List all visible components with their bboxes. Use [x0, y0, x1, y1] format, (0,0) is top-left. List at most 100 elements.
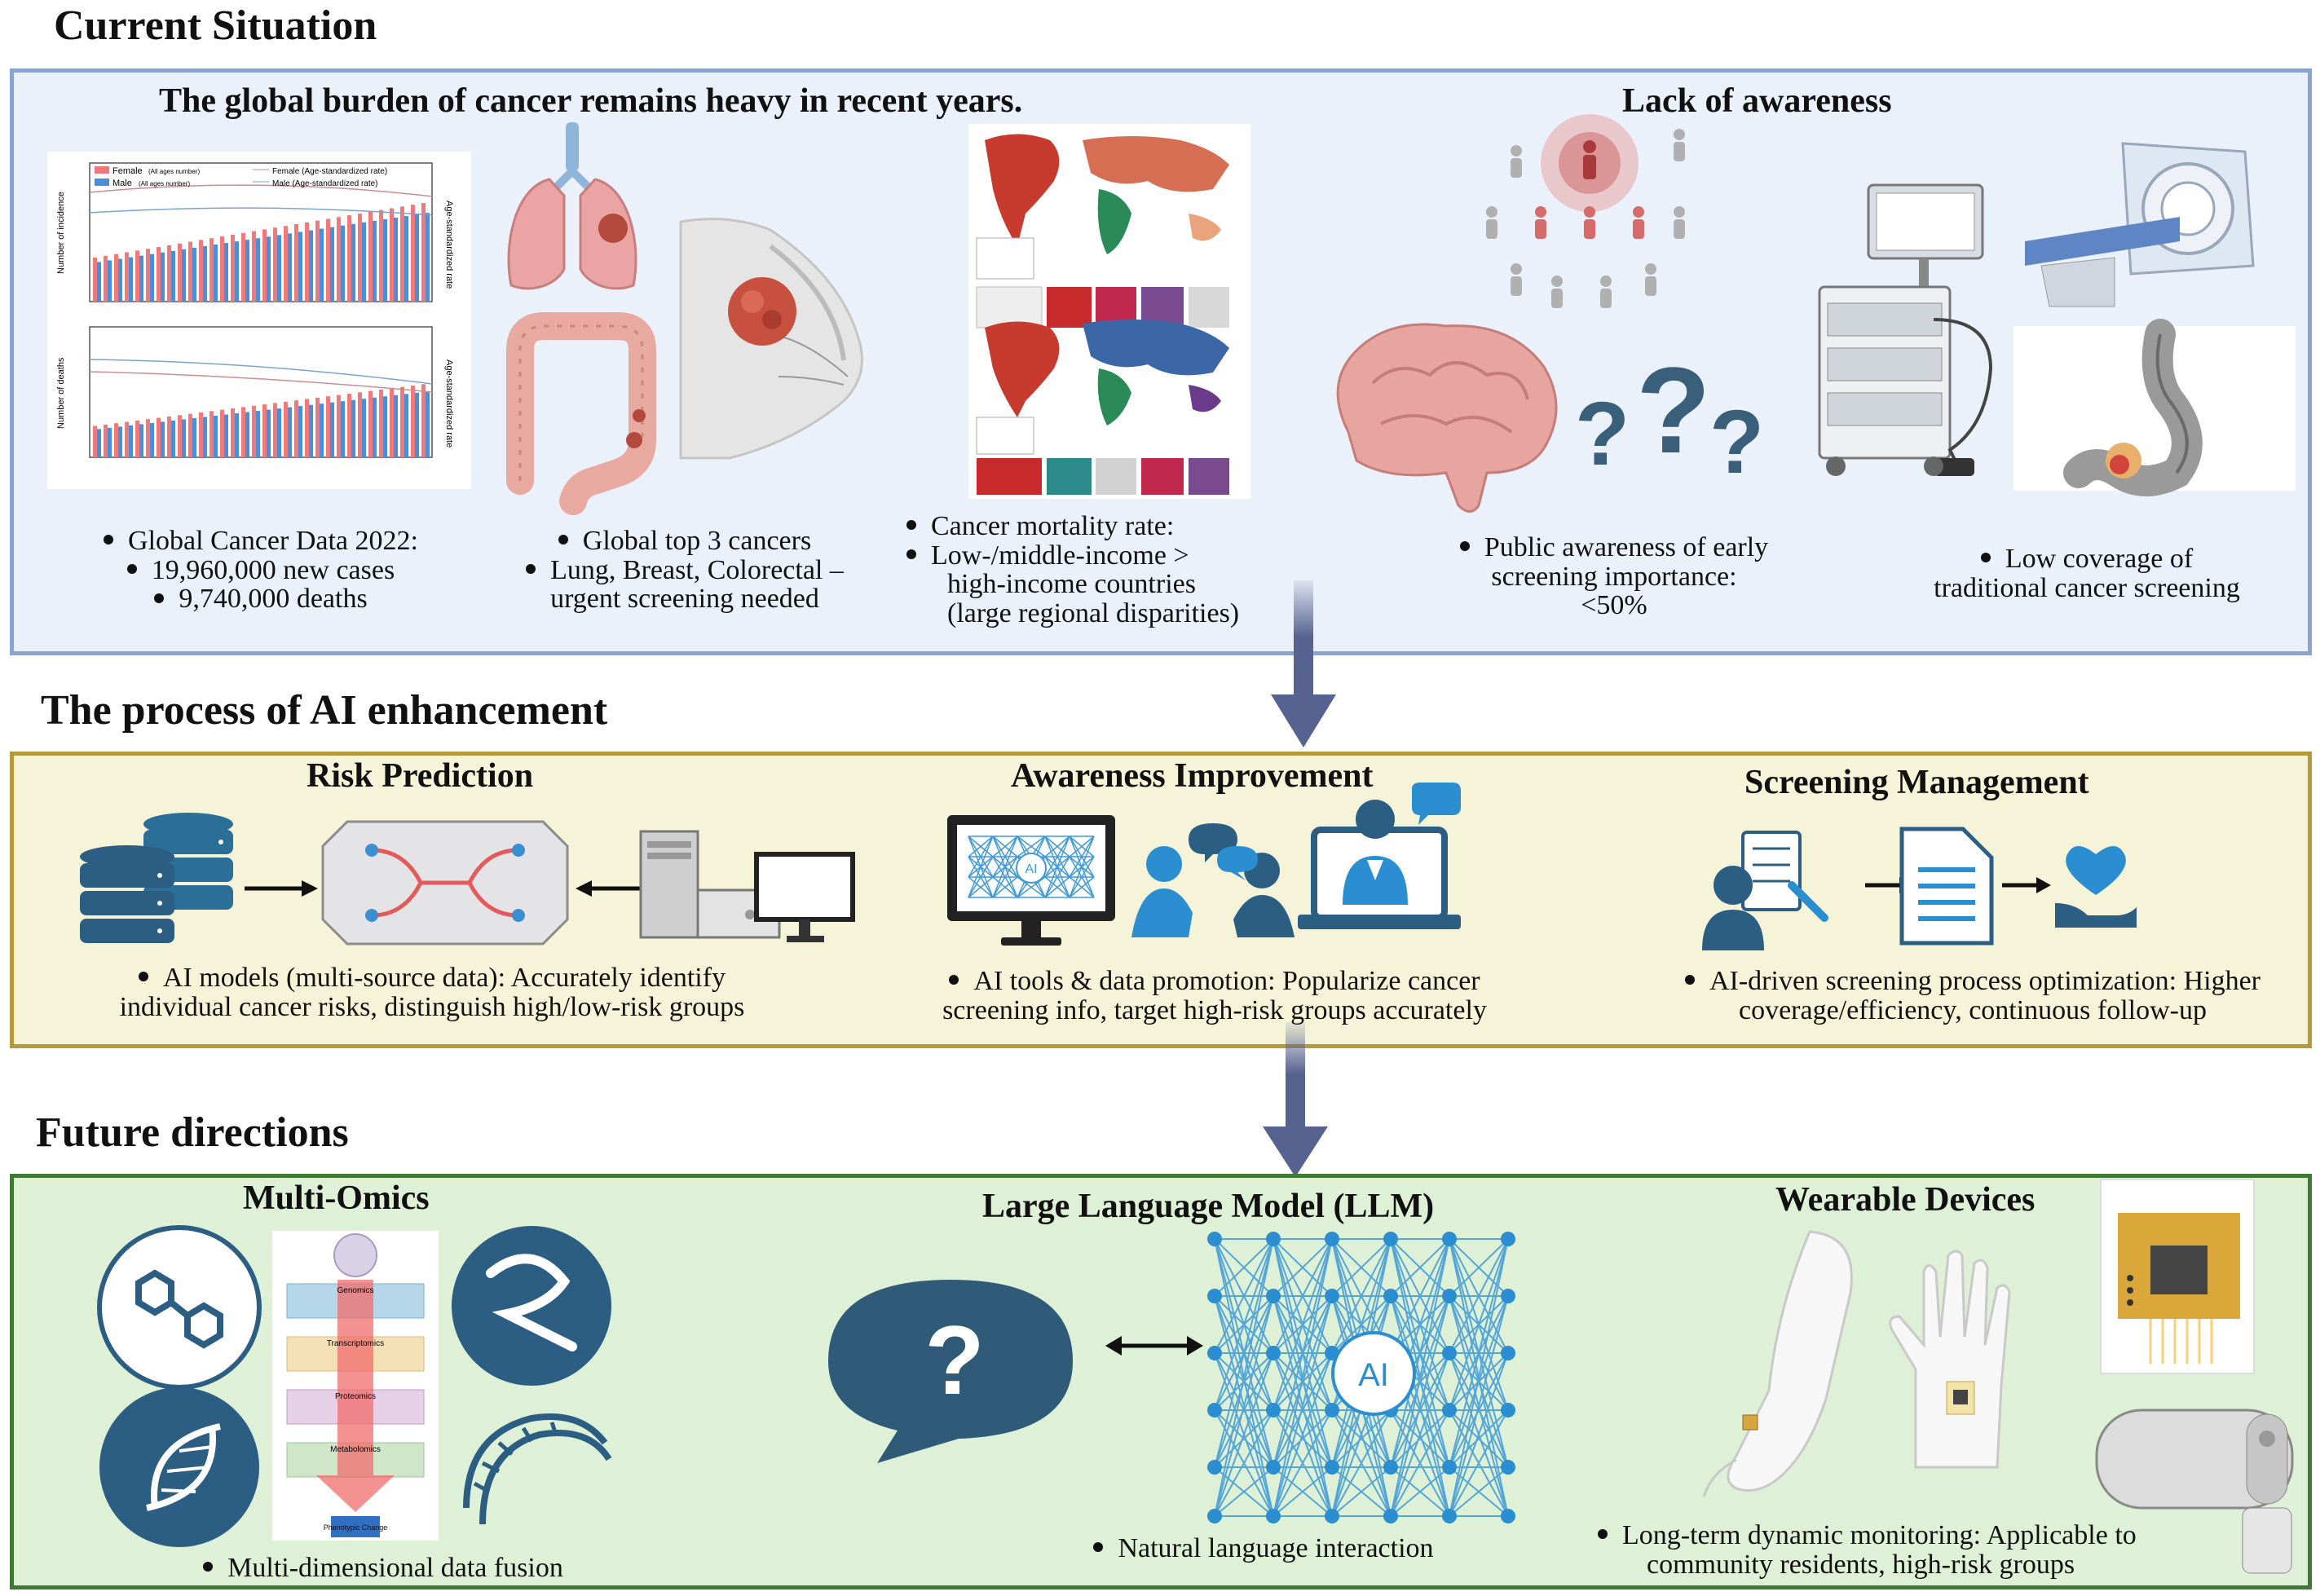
llm-title: Large Language Model (LLM)	[982, 1188, 1435, 1225]
nn-edge	[1214, 1238, 1274, 1517]
ai-monitor-label: AI	[1025, 862, 1037, 876]
desktop-computer-icon	[639, 830, 855, 942]
monitor-net-edge	[1044, 856, 1070, 898]
ct-scanner-illustration	[2025, 142, 2255, 307]
monitor-net-edge	[1017, 835, 1046, 858]
bar-female	[114, 254, 118, 302]
bar-male	[426, 213, 430, 302]
bullet-risk-prediction: AI models (multi-source data): Accuratel…	[119, 963, 745, 1022]
bar-female	[337, 217, 341, 302]
section-title-current: Current Situation	[54, 2, 377, 49]
bullet-multi-omics: Multi-dimensional data fusion	[155, 1554, 611, 1583]
bar-male	[139, 424, 143, 457]
bar-female	[114, 423, 118, 457]
question-mark-text: ?	[924, 1306, 984, 1415]
bar-male	[415, 392, 419, 457]
awareness-improvement-title: Awareness Improvement	[1011, 757, 1374, 795]
rna-icon	[463, 1413, 612, 1525]
bar-female	[125, 421, 129, 457]
bar-female	[294, 400, 298, 457]
nn-node	[1325, 1232, 1339, 1246]
protein-icon	[452, 1226, 611, 1386]
risk-prediction-title: Risk Prediction	[307, 757, 534, 795]
bar-male	[288, 407, 292, 457]
bar-male	[394, 217, 398, 302]
lung-illustration	[507, 122, 637, 290]
ylabel-incidence: Number of incidence	[56, 192, 66, 274]
bar-male	[182, 419, 186, 457]
bar-male	[192, 247, 196, 302]
nn-edge	[1272, 1409, 1333, 1468]
nn-edge	[1214, 1466, 1274, 1517]
nn-edge	[1272, 1295, 1333, 1517]
arrow-down-1	[1271, 580, 1336, 747]
nn-edge	[1390, 1238, 1450, 1468]
bar-female	[411, 205, 415, 302]
nn-edge	[1390, 1352, 1450, 1468]
section-title-ai: The process of AI enhancement	[41, 687, 608, 734]
nn-edge	[1390, 1409, 1450, 1468]
nn-ai-label: AI	[1358, 1357, 1389, 1393]
bar-male	[320, 228, 324, 302]
nn-node	[1325, 1289, 1339, 1303]
nn-node	[1207, 1509, 1222, 1523]
bar-male	[277, 235, 281, 302]
omics-proteomics: Proteomics	[335, 1392, 376, 1401]
bar-female	[93, 425, 97, 457]
bullet-awareness-improvement: AI tools & data promotion: Popularize ca…	[942, 966, 1487, 1025]
nn-edge	[1390, 1238, 1450, 1297]
nn-edge	[1214, 1238, 1274, 1354]
nn-edge	[1331, 1466, 1392, 1517]
arrow-left-icon	[576, 880, 641, 897]
bar-male	[320, 403, 324, 457]
awareness-lack-title: Lack of awareness	[1622, 82, 1892, 120]
monitor-net-edge	[992, 835, 1018, 878]
bar-female	[379, 209, 383, 302]
nn-edge	[1272, 1466, 1333, 1517]
bar-male	[277, 408, 281, 457]
nn-edge	[1449, 1238, 1509, 1354]
stomach-illustration	[2013, 319, 2296, 496]
bar-male	[203, 245, 207, 302]
wearable-device-illustration	[2095, 1409, 2294, 1574]
nn-edge	[1272, 1238, 1333, 1517]
nn-node	[1325, 1509, 1339, 1523]
bar-female	[220, 236, 224, 302]
bar-female	[220, 409, 224, 457]
bar-female	[347, 393, 351, 457]
nn-node	[1266, 1289, 1281, 1303]
bar-female	[284, 226, 288, 302]
bar-male	[362, 399, 366, 457]
nn-edge	[1214, 1409, 1274, 1468]
bar-female	[368, 211, 373, 302]
nn-edge	[1449, 1238, 1509, 1517]
bar-female	[178, 243, 182, 302]
nn-node	[1383, 1289, 1398, 1303]
bar-female	[146, 419, 150, 457]
legend-female: Female	[112, 166, 143, 176]
bar-male	[298, 406, 302, 457]
nn-edge	[1272, 1295, 1333, 1468]
bar-male	[139, 255, 143, 302]
mortality-maps-svg	[976, 134, 1229, 495]
arrow-right-icon-1	[245, 880, 318, 897]
bar-male	[330, 402, 334, 457]
rlabel-top: Age-standardized rate	[444, 201, 454, 289]
bar-female	[210, 411, 214, 457]
bar-female	[358, 392, 362, 457]
bar-female	[252, 231, 256, 302]
bar-male	[341, 401, 345, 457]
question-marks-icon: ? ? ?	[1575, 342, 1764, 492]
brain-illustration	[1336, 323, 1558, 513]
omics-transcriptomics: Transcriptomics	[327, 1339, 384, 1348]
monitor-net-edge	[1069, 835, 1095, 898]
bar-female	[326, 218, 330, 302]
bar-female	[241, 407, 245, 457]
bar-male	[214, 416, 218, 457]
bullet-mortality: Cancer mortality rate: Low-/middle-incom…	[906, 512, 1281, 628]
bullet-llm: Natural language interaction	[1052, 1534, 1475, 1563]
omics-phenotypic-change: Phenotypic Change	[324, 1523, 388, 1532]
bar-female	[284, 401, 288, 457]
bar-female	[135, 420, 139, 457]
nn-node	[1501, 1346, 1515, 1360]
